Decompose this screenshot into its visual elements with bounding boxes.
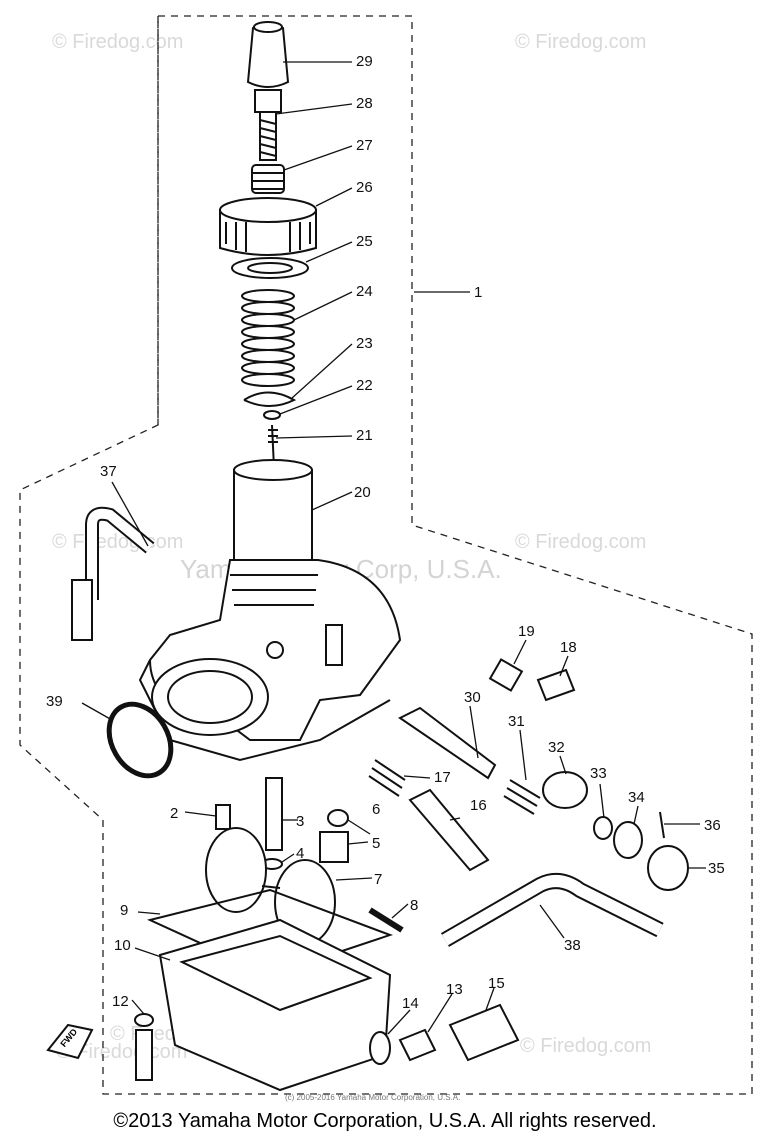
- part-18-screw: [536, 668, 576, 702]
- part-label: 12: [112, 993, 129, 1010]
- watermark: © Firedog.com: [520, 1035, 651, 1057]
- part-label: 18: [560, 639, 577, 656]
- part-34-cap: [613, 821, 643, 859]
- part-label: 30: [464, 689, 481, 706]
- watermark: © Firedog.com: [515, 31, 646, 53]
- part-label: 26: [356, 179, 373, 196]
- part-label: 6: [372, 801, 380, 818]
- part-25-gasket: [231, 257, 309, 279]
- small-notice: (c) 2005-2016 Yamaha Motor Corporation, …: [285, 1093, 460, 1102]
- part-3-needle-jet: [265, 777, 283, 851]
- part-label: 9: [120, 902, 128, 919]
- part-label: 29: [356, 53, 373, 70]
- part-label: 39: [46, 693, 63, 710]
- part-14-washer: [369, 1031, 391, 1065]
- part-32-plunger: [542, 771, 588, 809]
- part-label: 38: [564, 937, 581, 954]
- part-28-screw: [254, 89, 282, 113]
- copyright-notice: ©2013 Yamaha Motor Corporation, U.S.A. A…: [113, 1110, 657, 1132]
- watermark: © Firedog.com: [52, 531, 183, 553]
- part-22-clip: [263, 410, 281, 420]
- watermark: © Firedog.com: [515, 531, 646, 553]
- part-13-drain-screw: [398, 1028, 437, 1062]
- part-label: 21: [356, 427, 373, 444]
- part-2-jet: [215, 804, 231, 830]
- leader-lines: [81, 61, 706, 1035]
- fwd-arrow: [46, 1023, 94, 1060]
- part-31-spring: [503, 779, 541, 815]
- part-36-pin: [659, 811, 665, 839]
- part-label: 37: [100, 463, 117, 480]
- part-5-main-jet: [319, 831, 349, 863]
- part-24-spring: [241, 289, 295, 387]
- part-15-valve-seat: [448, 1003, 520, 1062]
- assembly-outline: [19, 15, 753, 1095]
- part-20-throttle-valve: [233, 469, 313, 567]
- watermark: © Firedog.com: [56, 1041, 187, 1063]
- part-label: 25: [356, 233, 373, 250]
- part-label: 1: [474, 284, 482, 301]
- part-label: 10: [114, 937, 131, 954]
- part-35-plug: [647, 845, 689, 891]
- part-label: 23: [356, 335, 373, 352]
- part-label: 13: [446, 981, 463, 998]
- part-23-retainer: [243, 391, 297, 407]
- part-label: 14: [402, 995, 419, 1012]
- part-label: 17: [434, 769, 451, 786]
- part-label: 20: [354, 484, 371, 501]
- part-labels: 1 2 3 4 5 6 7 8 9 10 12 13 14 15 16 17 1…: [46, 53, 725, 1012]
- part-label: 22: [356, 377, 373, 394]
- part-label: 28: [356, 95, 373, 112]
- part-19-spring: [488, 658, 524, 692]
- part-label: 2: [170, 805, 178, 822]
- part-label: 5: [372, 835, 380, 852]
- part-label: 7: [374, 871, 382, 888]
- part-label: 35: [708, 860, 725, 877]
- part-17-spring: [368, 759, 406, 797]
- part-label: 15: [488, 975, 505, 992]
- part-33-washer: [593, 816, 613, 840]
- part-label: 4: [296, 845, 304, 862]
- part-7-float: [205, 827, 267, 913]
- part-39-o-ring: [106, 701, 174, 779]
- part-label: 31: [508, 713, 525, 730]
- part-label: 32: [548, 739, 565, 756]
- part-label: 27: [356, 137, 373, 154]
- part-label: 19: [518, 623, 535, 640]
- part-30-needle: [398, 706, 497, 780]
- part-label: 33: [590, 765, 607, 782]
- watermark: © Firedog.com: [52, 31, 183, 53]
- part-label: 8: [410, 897, 418, 914]
- part-8-pin: [368, 907, 404, 933]
- part-6-o-ring: [327, 809, 349, 827]
- part-label: 3: [296, 813, 304, 830]
- carburetor-body: [138, 559, 402, 762]
- part-label: 36: [704, 817, 721, 834]
- part-12-screw: [135, 1029, 153, 1081]
- part-label: 24: [356, 283, 373, 300]
- part-16-pilot-screw: [408, 788, 490, 872]
- part-label: 34: [628, 789, 645, 806]
- part-label: 16: [470, 797, 487, 814]
